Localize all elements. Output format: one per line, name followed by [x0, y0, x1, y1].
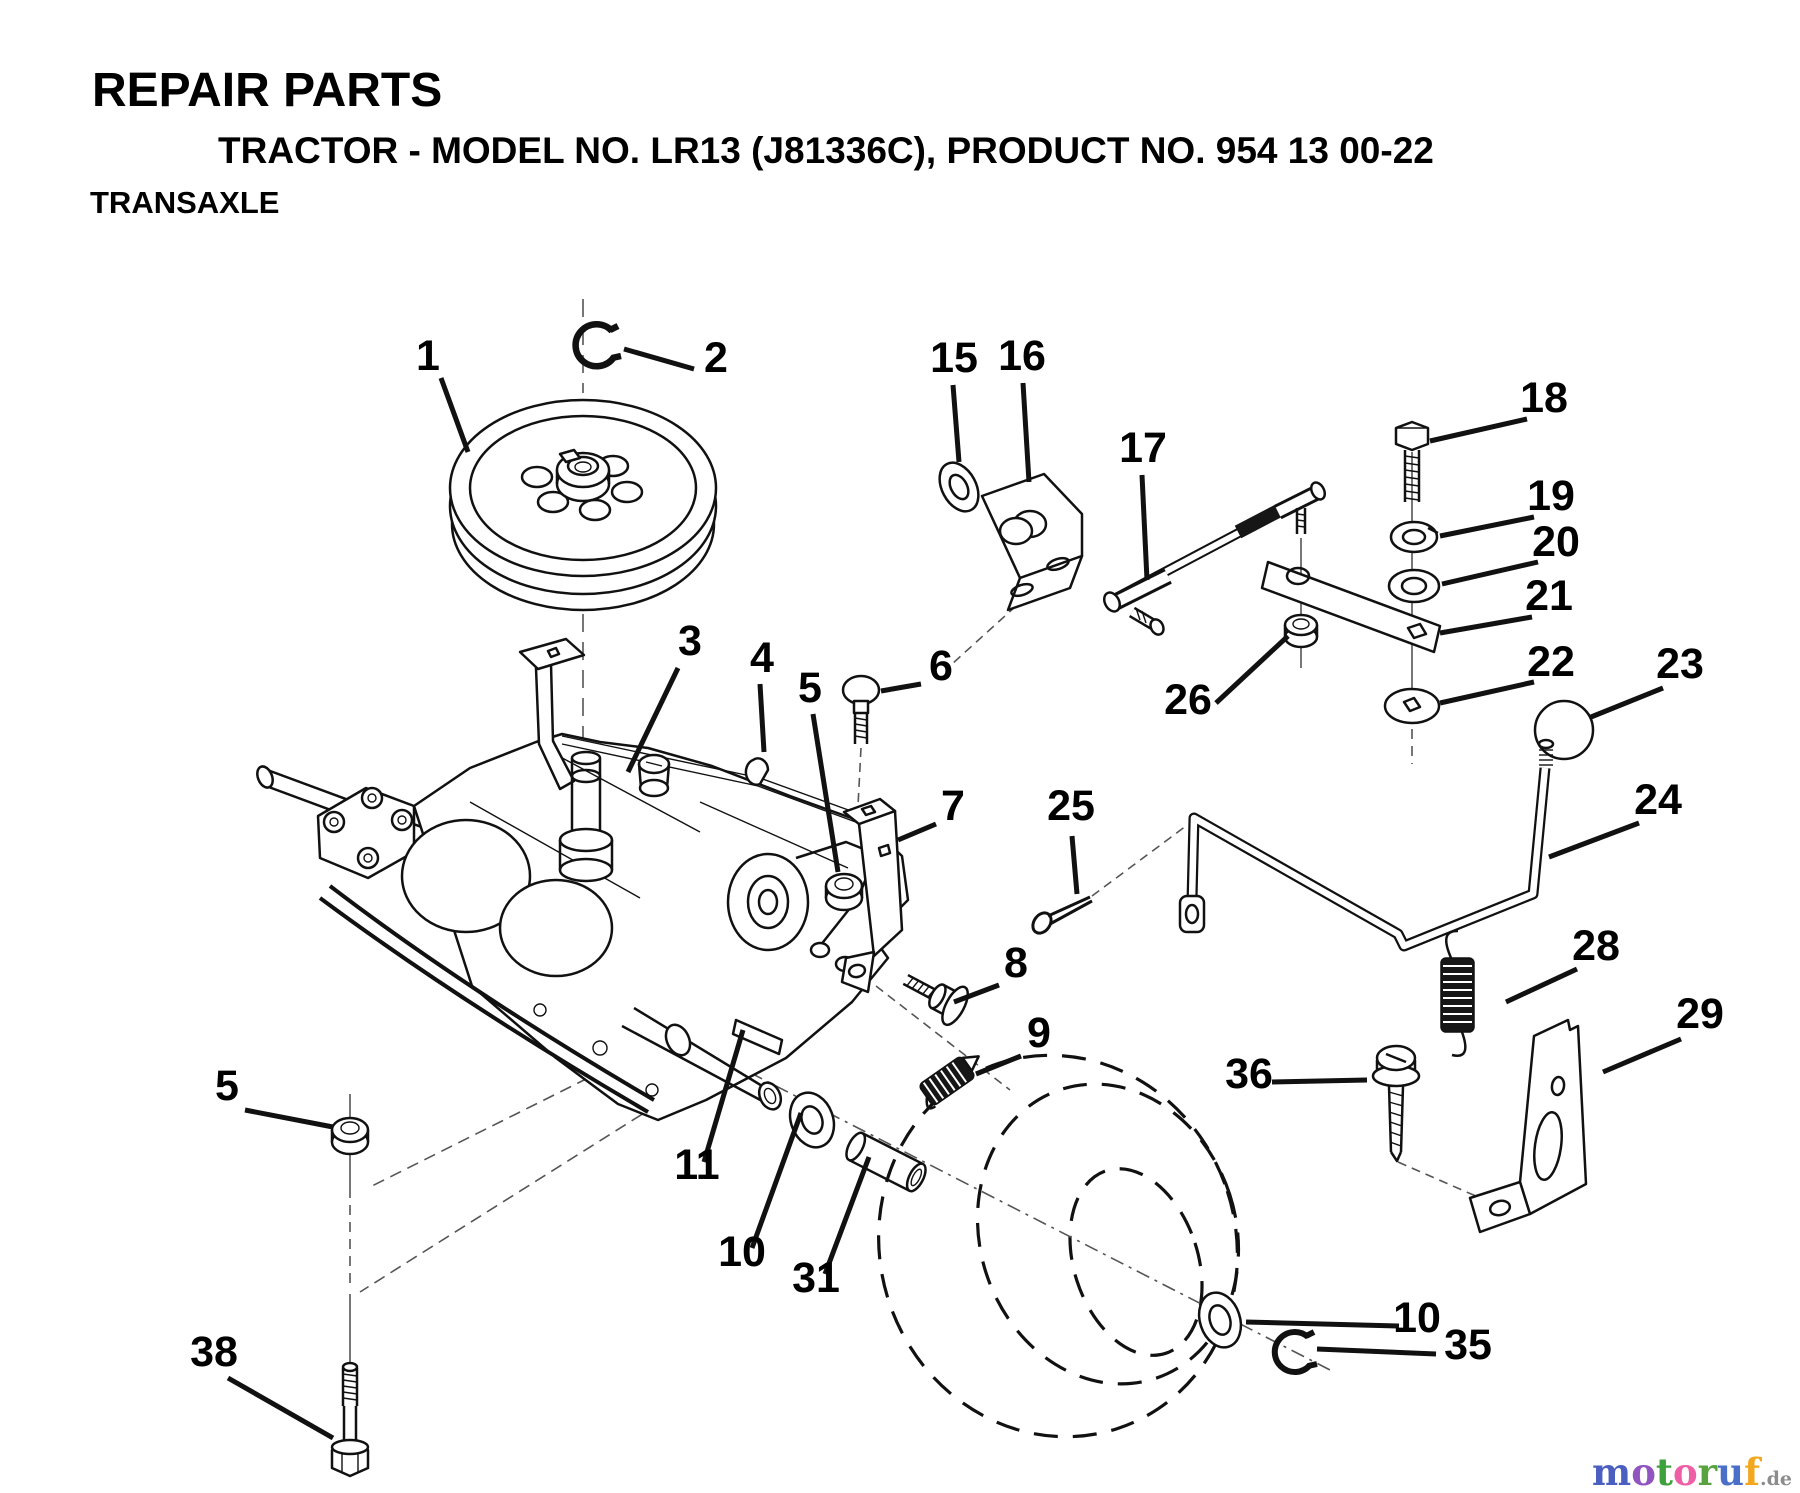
part-3-transaxle-assembly — [256, 637, 910, 1122]
callout-4: 4 — [750, 634, 774, 682]
section-title: TRANSAXLE — [90, 185, 279, 220]
callout-9: 9 — [1027, 1009, 1051, 1057]
part-26-nut — [1283, 613, 1319, 649]
callout-35: 35 — [1444, 1321, 1492, 1369]
part-35-e-clip — [1271, 1329, 1318, 1375]
part-38-bolt — [330, 1361, 370, 1478]
part-31-spacer — [845, 1131, 927, 1193]
callout-21: 21 — [1525, 572, 1573, 620]
part-1-pulley — [448, 398, 718, 612]
callout-28: 28 — [1572, 922, 1620, 970]
part-19-lock-washer — [1389, 520, 1439, 554]
callout-10-middle: 10 — [718, 1228, 766, 1276]
model-subtitle: TRACTOR - MODEL NO. LR13 (J81336C), PROD… — [218, 130, 1434, 171]
part-21-index-bar — [1260, 560, 1442, 654]
part-8-flange-bolt — [902, 973, 969, 1027]
watermark-logo: motoruf.de — [1592, 1454, 1792, 1491]
callout-25: 25 — [1047, 782, 1095, 830]
part-22-square-hole-washer — [1383, 687, 1441, 725]
part-2-retaining-ring — [572, 321, 622, 370]
callout-22: 22 — [1527, 638, 1575, 686]
watermark-letter: u — [1717, 1450, 1745, 1493]
housing-bulge-left — [400, 818, 532, 934]
watermark-letter: t — [1655, 1450, 1673, 1493]
input-shaft — [558, 750, 614, 883]
callout-16: 16 — [998, 332, 1046, 380]
part-10-washer-bottom — [1197, 1291, 1243, 1349]
part-24-shift-rod — [1178, 738, 1555, 952]
watermark-letter: r — [1697, 1450, 1718, 1493]
callout-15: 15 — [930, 334, 978, 382]
callout-24: 24 — [1634, 776, 1682, 824]
leader-lines — [226, 346, 1682, 1441]
part-9-spring — [919, 1055, 980, 1110]
part-29-support-bracket — [1468, 1018, 1588, 1234]
part-10-washer-middle — [788, 1091, 836, 1149]
callout-23: 23 — [1656, 640, 1704, 688]
callout-38: 38 — [190, 1328, 238, 1376]
part-15-washer — [938, 461, 980, 513]
callout-10-bottom: 10 — [1393, 1294, 1441, 1342]
part-18-hex-bolt — [1394, 420, 1430, 502]
part-6-carriage-bolt — [841, 674, 881, 744]
pulley-hub-nut — [555, 448, 611, 503]
shift-support-bracket — [518, 637, 586, 791]
housing-bulge-mid — [498, 878, 614, 978]
filler-cap — [637, 753, 671, 798]
part-28-extension-spring — [1440, 929, 1475, 1057]
part-11-square-key — [731, 1018, 784, 1056]
callout-26: 26 — [1164, 676, 1212, 724]
watermark-letter: m — [1592, 1450, 1632, 1493]
callout-36: 36 — [1225, 1050, 1273, 1098]
callout-18: 18 — [1520, 374, 1568, 422]
callout-1: 1 — [416, 332, 440, 380]
callout-5-left: 5 — [215, 1062, 239, 1110]
callout-5-top: 5 — [798, 664, 822, 712]
callout-31: 31 — [792, 1254, 840, 1302]
callout-20: 20 — [1532, 518, 1580, 566]
callout-labels: 1 2 3 4 5 6 7 8 9 15 16 17 18 19 20 21 2… — [190, 332, 1724, 1376]
callout-11: 11 — [674, 1141, 719, 1189]
watermark-suffix: .de — [1760, 1468, 1792, 1490]
page-title: REPAIR PARTS — [92, 64, 442, 117]
callout-6: 6 — [929, 642, 953, 690]
wheel-dashed-outline — [877, 1053, 1241, 1439]
part-25-cotter-pin — [1031, 895, 1093, 935]
callout-2: 2 — [704, 334, 728, 382]
part-20-flat-washer — [1387, 568, 1441, 604]
part-4-key — [744, 757, 770, 786]
callout-17: 17 — [1119, 424, 1167, 472]
part-16-angle-bracket — [980, 472, 1084, 612]
callout-8: 8 — [1004, 939, 1028, 987]
part-5-nut-lower — [330, 1116, 370, 1156]
watermark-letter: f — [1744, 1450, 1760, 1493]
part-7-brake-bracket — [840, 797, 904, 994]
part-17-shift-link-rod — [1102, 481, 1327, 636]
callout-19: 19 — [1527, 472, 1575, 520]
housing-body — [412, 732, 910, 1122]
right-axle-tube — [621, 1006, 783, 1111]
drive-belt-lines — [318, 884, 656, 1114]
callout-7: 7 — [941, 782, 965, 830]
left-mount-plate — [316, 786, 416, 880]
watermark-letter: o — [1672, 1450, 1698, 1493]
part-36-screw — [1371, 1044, 1421, 1163]
callout-29: 29 — [1676, 990, 1724, 1038]
watermark-letter: o — [1631, 1450, 1656, 1493]
part-5-nut-upper — [824, 872, 864, 912]
callout-3: 3 — [678, 617, 702, 665]
